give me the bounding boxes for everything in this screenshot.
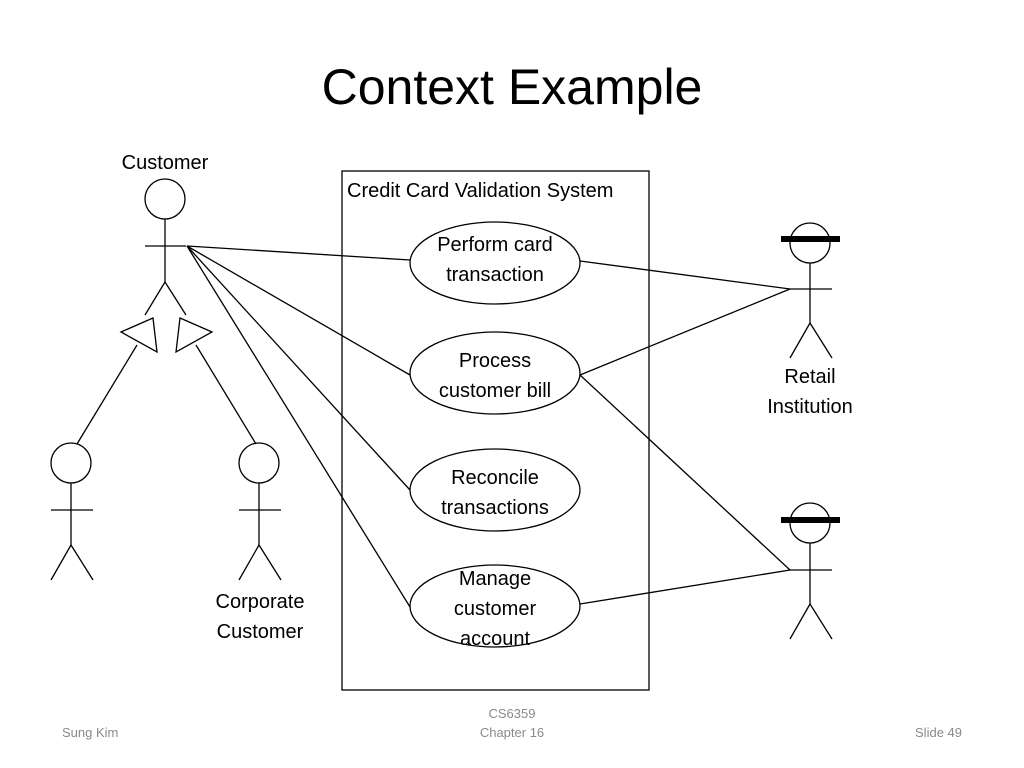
association-line: [579, 569, 791, 605]
footer-slide-number: Slide 49: [915, 725, 962, 740]
actor-label-customer: Customer: [121, 152, 209, 174]
generalization-arrow-individual: [76, 317, 158, 445]
slide-title: Context Example: [321, 59, 703, 115]
actor-label-corporate-customer: Corporate Customer: [215, 591, 305, 643]
footer-course: CS6359 Chapter 16: [479, 706, 545, 740]
generalization-arrow-corporate: [175, 317, 257, 445]
association-line: [579, 374, 791, 571]
actor-label-retail-institution: Retail Institution: [767, 366, 853, 418]
association-line: [186, 245, 411, 608]
sponsoring-institution-actor-icon: [781, 502, 840, 640]
corporate-customer-actor-icon: [238, 442, 282, 581]
individual-customer-actor-icon: [50, 442, 94, 581]
association-line: [186, 245, 411, 261]
association-line: [579, 260, 791, 290]
retail-institution-actor-icon: [781, 222, 840, 359]
use-case-label: Reconcile transactions: [441, 467, 549, 519]
system-boundary-label: Credit Card Validation System: [347, 180, 614, 202]
association-line: [579, 288, 791, 376]
customer-actor-icon: [144, 178, 187, 316]
use-case-label: Manage customer account: [453, 568, 537, 650]
use-case-perform-card-transaction: [409, 221, 581, 305]
use-case-label: Perform card transaction: [437, 234, 553, 286]
use-case-label: Process customer bill: [438, 350, 552, 402]
footer-author: Sung Kim: [62, 725, 119, 740]
system-boundary: [341, 170, 650, 691]
association-line: [186, 245, 411, 376]
use-case-process-customer-bill: [409, 331, 581, 415]
association-line: [186, 245, 411, 491]
